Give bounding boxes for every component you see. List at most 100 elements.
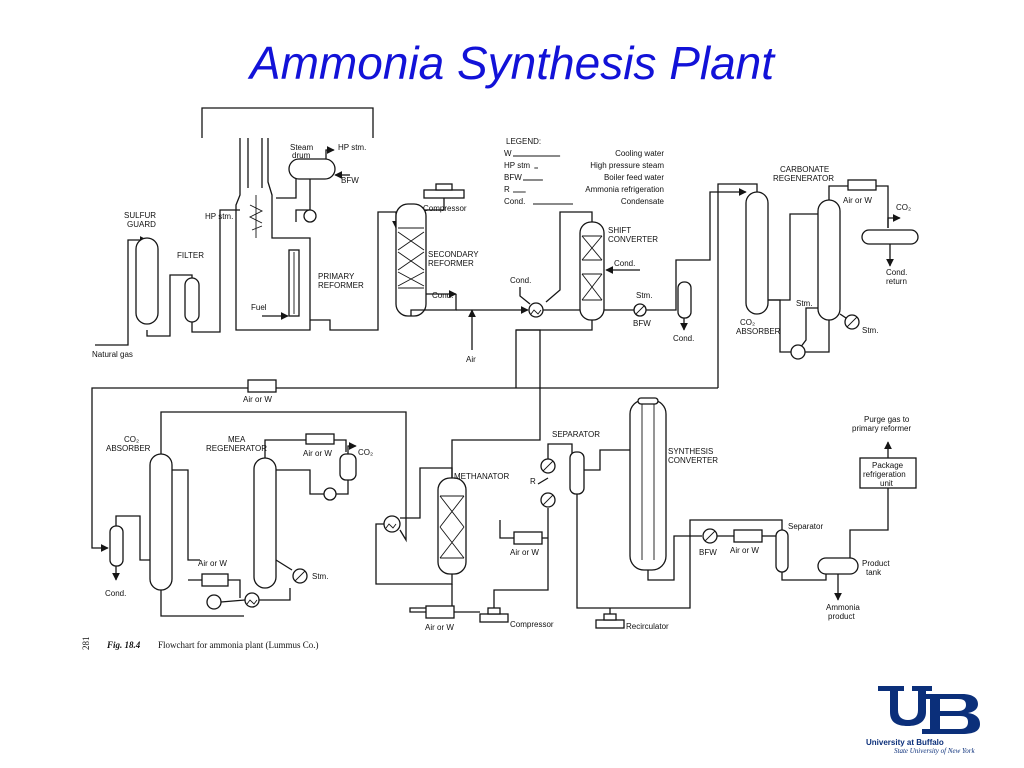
compressor-aftercooler (425, 605, 455, 619)
methanator-vessel (437, 477, 467, 575)
cond-hx-label: Cond. (510, 276, 531, 285)
purge-gas-label: Purge gas to (864, 415, 910, 424)
bfw-lower-label: BFW (699, 548, 717, 557)
mea-overhead-cooler (305, 433, 335, 445)
recirculator-label: Recirculator (626, 622, 669, 631)
caption-text: Flowchart for ammonia plant (Lummus Co.) (158, 640, 318, 650)
separator-upper-vessel (569, 451, 585, 495)
legend-heading: LEGEND: (506, 137, 541, 146)
knockout-drum-lower (109, 525, 124, 567)
ub-monogram-icon (878, 686, 980, 734)
air-or-w-bottom-label: Air or W (425, 623, 454, 632)
steam-drum-label: Steam (290, 143, 313, 152)
carbonate-regen-label: CARBONATE (780, 165, 829, 174)
cond-return-label-2: return (886, 277, 907, 286)
cond-shift-label: Cond. (614, 259, 635, 268)
air-inlet-label: Air (466, 355, 476, 364)
secondary-reformer-vessel (395, 203, 427, 317)
recirculator-body (595, 619, 625, 629)
filter-vessel (184, 277, 200, 323)
co2-absorber-upper (745, 191, 769, 315)
filter-label: FILTER (177, 251, 204, 260)
mea-reflux-pump (323, 487, 337, 501)
fuel-label: Fuel (251, 303, 267, 312)
product-tank-label: Product (862, 559, 890, 568)
air-or-w-mid-label: Air or W (243, 395, 272, 404)
mea-regen-label: MEA (228, 435, 246, 444)
slide-title: Ammonia Synthesis Plant (249, 37, 775, 89)
co2-mea-label: CO₂ (358, 448, 373, 457)
carbonate-overhead-cooler (847, 179, 877, 191)
synthesis-converter-label-2: CONVERTER (668, 456, 718, 465)
synthesis-converter-vessel (629, 399, 667, 571)
legend-meaning: High pressure steam (590, 161, 664, 170)
methanator-label: METHANATOR (454, 472, 509, 481)
bfw-shift-label: BFW (633, 319, 651, 328)
compressor-bottom-label: Compressor (510, 620, 554, 629)
shift-converter-vessel (579, 221, 605, 321)
co2-absorber-lower-label-2: ABSORBER (106, 444, 151, 453)
logo-sub-line: State University of New York (894, 747, 975, 755)
bfw-drum-label: BFW (341, 176, 359, 185)
air-compressor-top (411, 183, 465, 214)
secondary-reformer-label-2: REFORMER (428, 259, 474, 268)
stm-regen-label-2: Stm. (862, 326, 878, 335)
mea-reflux-drum (339, 453, 357, 481)
legend-meaning: Boiler feed water (604, 173, 664, 182)
stm-regen-label: Stm. (796, 299, 812, 308)
legend-key: HP stm (504, 161, 530, 170)
hp-stm-drum-label: HP stm. (338, 143, 366, 152)
compressor-top-body (423, 189, 465, 199)
legend-key: W (504, 149, 512, 158)
knockout-drum (677, 281, 692, 319)
air-or-w-reboiler-label: Air or W (198, 559, 227, 568)
legend-key: R (504, 185, 510, 194)
co2-absorber-upper-label-2: ABSORBER (736, 327, 781, 336)
reflux-drum (861, 229, 919, 245)
legend-meaning: Condensate (621, 197, 665, 206)
pkg-refrig-label-2: refrigeration (863, 470, 906, 479)
co2-carbonate-label: CO₂ (896, 203, 911, 212)
lean-solvent-cooler (201, 573, 229, 587)
legend-meaning: Cooling water (615, 149, 664, 158)
pkg-refrig-label: Package (872, 461, 904, 470)
co2-absorber-lower (149, 453, 173, 591)
legend: LEGEND: W Cooling water HP stm High pressur… (504, 137, 665, 206)
shift-converter-label-2: CONVERTER (608, 235, 658, 244)
synthesis-loop-cooler (513, 531, 543, 545)
sulfur-guard-vessel (135, 237, 159, 325)
separator-upper-label: SEPARATOR (552, 430, 600, 439)
figure-caption: 281 Fig. 18.4 Flowchart for ammonia plan… (81, 637, 318, 651)
purge-gas-label-2: primary reformer (852, 424, 911, 433)
product-tank (817, 557, 859, 575)
synthesis-converter-label: SYNTHESIS (668, 447, 713, 456)
legend-rows: W Cooling water HP stm High pressure steamB… (504, 149, 665, 206)
secondary-reformer-label: SECONDARY (428, 250, 479, 259)
mea-regenerator (253, 457, 277, 589)
product-tank-label-2: tank (866, 568, 882, 577)
stm-shift-label: Stm. (636, 291, 652, 300)
sulfur-guard-label: SULFUR (124, 211, 156, 220)
lean-solvent-pump (206, 594, 222, 610)
shift-converter-label: SHIFT (608, 226, 631, 235)
steam-drum (288, 158, 336, 180)
steam-drum-label-2: drum (292, 151, 311, 160)
cond-secondary-label: Cond. (432, 291, 453, 300)
air-or-w-lower-label: Air or W (730, 546, 759, 555)
separator-lower-vessel (775, 529, 789, 573)
mid-cooler (247, 379, 277, 393)
carbonate-regen-label-2: REGENERATOR (773, 174, 834, 183)
primary-reformer-label: PRIMARY (318, 272, 355, 281)
package-refrigeration-unit (859, 457, 917, 489)
cond-lower-label: Cond. (105, 589, 126, 598)
pkg-refrig-label-3: unit (880, 479, 894, 488)
hp-stm-reformer-label: HP stm. (205, 212, 233, 221)
air-or-w-mea-label: Air or W (303, 449, 332, 458)
sulfur-guard-label-2: GUARD (127, 220, 156, 229)
co2-absorber-upper-label: CO₂ (740, 318, 755, 327)
methanator-feed-exchanger (383, 515, 401, 533)
university-logo: University at Buffalo State University o… (866, 684, 1000, 756)
natural-gas-feed-line (95, 236, 193, 346)
page-number: 281 (81, 637, 91, 651)
